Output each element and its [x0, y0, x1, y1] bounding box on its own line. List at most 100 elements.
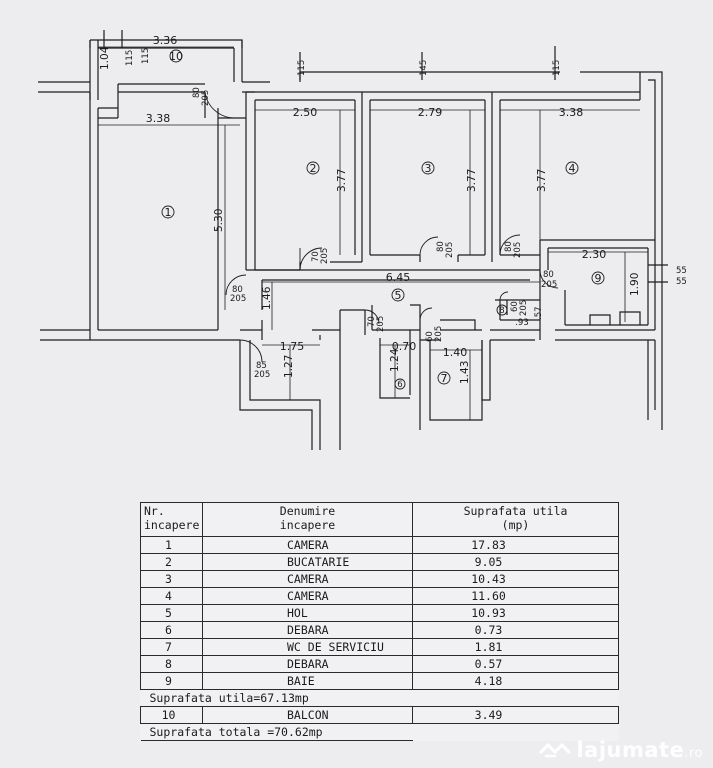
row-area: 3.49: [412, 706, 619, 724]
door-label-h: 205: [320, 248, 330, 264]
row-nr: 9: [140, 672, 203, 690]
room-number-4: 4: [569, 162, 576, 175]
room6-width: 0.70: [392, 340, 417, 353]
wall-label-3: 145: [419, 60, 429, 76]
row-name: CAMERA: [202, 587, 413, 605]
header-name-text: Denumire incapere: [279, 504, 336, 532]
row-name: CAMERA: [202, 536, 413, 554]
row-area: 11.60: [412, 587, 619, 605]
balcony-width: 3.36: [153, 34, 178, 47]
header-name: Denumire incapere: [202, 502, 413, 537]
row-name: BAIE: [202, 672, 413, 690]
row-name: WC DE SERVICIU: [202, 638, 413, 656]
door-label-w: 60: [510, 301, 520, 312]
subtotal-text: Suprafata utila=67.13mp: [140, 689, 413, 707]
room8-height: .57: [534, 306, 544, 320]
door-label-w: 70: [311, 251, 321, 262]
door-label-w: 80: [543, 270, 554, 280]
door-label-w: 80: [436, 241, 446, 252]
hall-ext-height: 1.27: [283, 355, 295, 378]
row-area: 0.73: [412, 621, 619, 639]
room2-height: 3.77: [336, 169, 348, 192]
room-number-3: 3: [425, 162, 432, 175]
floor-plan: 3.36 1.04 115 10 115 115 145 115 55 55 3…: [38, 30, 687, 450]
room-number-8: 8: [499, 306, 504, 316]
row-area: 10.43: [412, 570, 619, 588]
room-number-6: 6: [397, 380, 402, 390]
hall-width: 6.45: [386, 271, 411, 284]
right-wall-label-1: 55: [676, 266, 687, 276]
room9-width: 2.30: [582, 248, 607, 261]
door-label-h: 205: [201, 90, 211, 106]
watermark-brand: lajumate: [576, 738, 685, 762]
row-nr: 2: [140, 553, 203, 571]
room1-width: 3.38: [146, 112, 171, 125]
watermark: lajumate.ro: [538, 737, 703, 762]
room4-height: 3.77: [536, 169, 548, 192]
right-wall-label-2: 55: [676, 277, 687, 287]
room3-width: 2.79: [418, 106, 443, 119]
room2-width: 2.50: [293, 106, 318, 119]
room-number-7: 7: [441, 372, 448, 385]
room8-width: .93: [515, 318, 529, 328]
door-label-w: 60: [425, 331, 435, 342]
balcony-height: 1.04: [99, 46, 111, 70]
row-area: 17.83: [412, 536, 619, 554]
room-number-9: 9: [595, 272, 602, 285]
watermark-tld: .ro: [684, 746, 703, 761]
row-name: DEBARA: [202, 621, 413, 639]
row-nr: 10: [140, 706, 203, 724]
room-number-5: 5: [395, 289, 402, 302]
door-label-h: 205: [230, 294, 246, 304]
row-nr: 3: [140, 570, 203, 588]
room-number-2: 2: [310, 162, 317, 175]
header-nr-text: Nr. incapere: [144, 504, 200, 532]
row-name: CAMERA: [202, 570, 413, 588]
wall-label-4: 115: [552, 60, 562, 76]
room7-height: 1.43: [459, 361, 471, 384]
row-nr: 5: [140, 604, 203, 622]
row-area: 10.93: [412, 604, 619, 622]
row-area: 4.18: [412, 672, 619, 690]
row-area: 0.57: [412, 655, 619, 673]
room1-height: 5.30: [213, 209, 225, 232]
header-area-text: Suprafata utila (mp): [463, 504, 568, 532]
row-nr: 7: [140, 638, 203, 656]
header-area: Suprafata utila (mp): [412, 502, 619, 537]
door-label-h: 205: [445, 242, 455, 258]
area-table: Nr. incapere Denumire incapere Suprafata…: [140, 502, 619, 741]
row-name: BUCATARIE: [202, 553, 413, 571]
room7-width: 1.40: [443, 346, 468, 359]
room6-height: 1.24: [389, 348, 401, 372]
door-label-h: 205: [254, 370, 270, 380]
row-name: DEBARA: [202, 655, 413, 673]
row-name: BALCON: [202, 706, 413, 724]
row-nr: 4: [140, 587, 203, 605]
room-number-10: 10: [169, 50, 183, 63]
wall-label-1: 115: [125, 50, 135, 66]
watermark-logo-icon: [539, 743, 572, 758]
total-text: Suprafata totala =70.62mp: [140, 723, 413, 741]
door-label-h: 205: [519, 300, 529, 316]
room4-width: 3.38: [559, 106, 584, 119]
wall-label-2: 115: [297, 60, 307, 76]
row-name: HOL: [202, 604, 413, 622]
table-header: Nr. incapere Denumire incapere Suprafata…: [140, 502, 619, 537]
total-row: Suprafata totala =70.62mp: [140, 723, 619, 741]
door-label-w: 70: [367, 316, 377, 327]
door-label-w: 80: [504, 241, 514, 252]
subtotal-row: Suprafata utila=67.13mp: [140, 689, 619, 707]
room9-height: 1.90: [629, 273, 641, 296]
row-nr: 8: [140, 655, 203, 673]
balcony-wall-label: 115: [141, 48, 151, 64]
room3-height: 3.77: [466, 169, 478, 192]
